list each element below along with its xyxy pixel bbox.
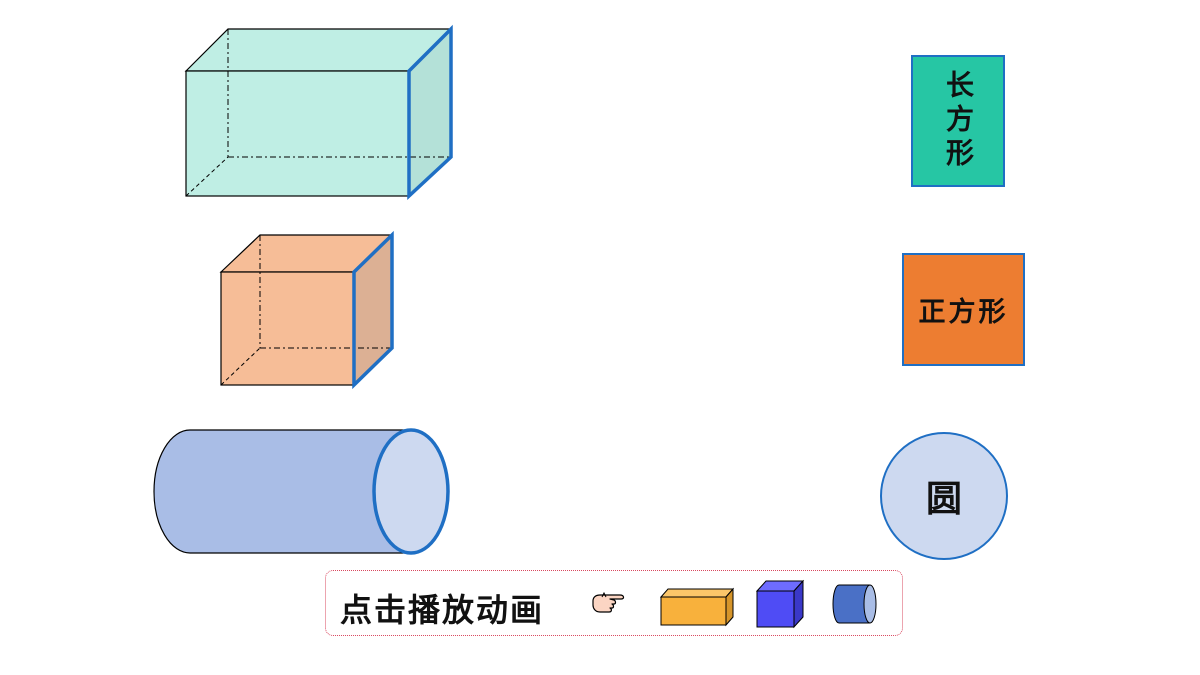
square-label[interactable]: 正方形 bbox=[902, 253, 1025, 366]
play-animation-text: 点击播放动画 bbox=[340, 591, 545, 629]
rectangle-label-text: 长方形 bbox=[942, 70, 975, 172]
cube-icon[interactable] bbox=[756, 579, 806, 629]
pointing-hand-icon[interactable] bbox=[590, 587, 634, 621]
cylinder-icon[interactable] bbox=[831, 583, 879, 625]
rectangle-label[interactable]: 长方形 bbox=[911, 55, 1005, 187]
square-label-text: 正方形 bbox=[918, 297, 1009, 328]
circle-label[interactable]: 圆 bbox=[880, 432, 1008, 560]
circle-label-text: 圆 bbox=[925, 478, 962, 520]
cuboid-icon[interactable] bbox=[660, 587, 734, 627]
animation-toolbar: 点击播放动画 bbox=[325, 570, 903, 636]
